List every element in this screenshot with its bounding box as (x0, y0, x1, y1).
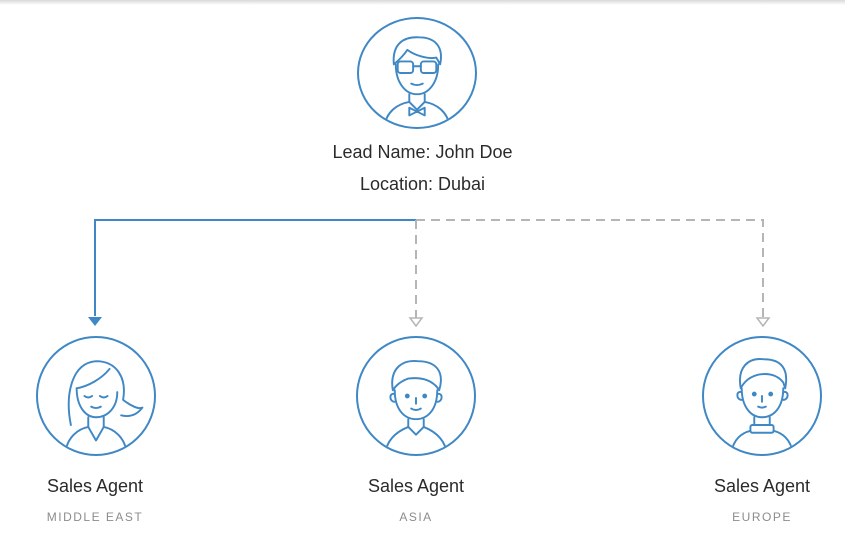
arrow-asia (408, 317, 424, 328)
agent-title-asia: Sales Agent (367, 476, 465, 496)
connector-europe (416, 219, 764, 318)
lead-name: Lead Name: John Doe (332, 142, 513, 162)
male-agent-icon (384, 359, 448, 454)
top-shadow-bar (0, 0, 845, 5)
arrow-europe (755, 317, 771, 328)
agent-region-asia: ASIA (399, 510, 433, 524)
agent-avatar-asia (356, 336, 476, 456)
male-agent-icon (730, 358, 794, 454)
connector-middle-east (94, 219, 416, 316)
agent-region-europe: EUROPE (732, 510, 792, 524)
arrow-middle-east (88, 317, 102, 326)
agent-avatar-middle-east (36, 336, 156, 456)
agent-title-middle-east: Sales Agent (46, 476, 144, 496)
agent-region-middle-east: MIDDLE EAST (46, 510, 144, 524)
lead-avatar (357, 17, 477, 129)
lead-location: Location: Dubai (359, 174, 486, 194)
agent-title-europe: Sales Agent (713, 476, 811, 496)
female-agent-icon (64, 360, 144, 454)
agent-avatar-europe (702, 336, 822, 456)
lead-person-icon (383, 36, 451, 127)
